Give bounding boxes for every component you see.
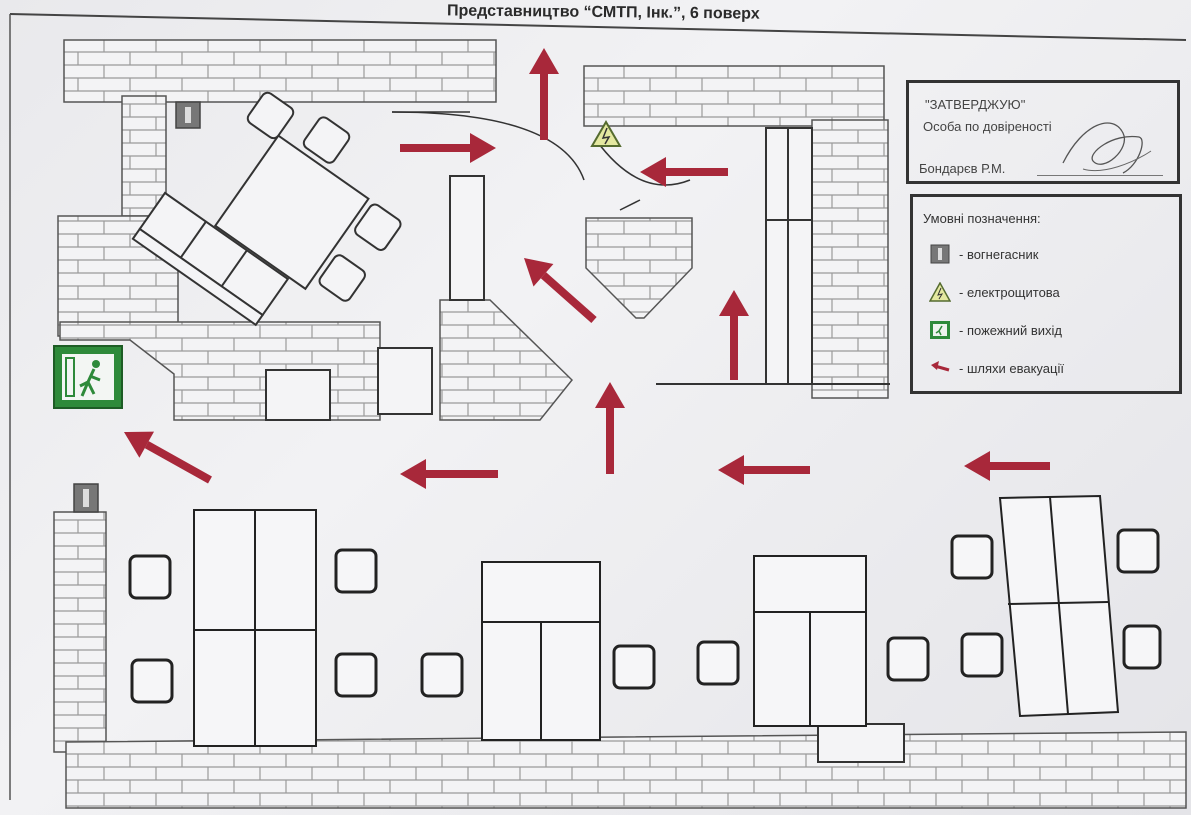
evacuation-arrow <box>400 459 498 489</box>
meeting-table-group <box>131 91 402 327</box>
signature-line <box>1037 175 1163 176</box>
evacuation-arrow <box>400 133 496 163</box>
evacuation-arrow-head <box>964 451 990 481</box>
evacuation-arrow-head <box>400 459 426 489</box>
door-panel-left <box>265 369 331 421</box>
evacuation-arrow <box>529 48 559 140</box>
evacuation-arrow <box>964 451 1050 481</box>
evacuation-arrow <box>718 455 810 485</box>
legend-label: - вогнегасник <box>959 246 1039 262</box>
wall-funnel <box>585 217 693 319</box>
electric-panel-icon <box>590 120 622 147</box>
evacuation-arrow-head <box>595 382 625 408</box>
approval-name: Бондарєв Р.М. <box>919 161 1006 176</box>
legend-label: - шляхи евакуації <box>959 360 1064 376</box>
approval-role: Особа по довіреності <box>923 119 1052 134</box>
chair <box>950 534 994 580</box>
evacuation-arrow <box>640 157 728 187</box>
evacuation-arrow <box>124 431 212 484</box>
chair <box>1116 528 1160 574</box>
extinguisher-icon <box>175 101 201 129</box>
chair <box>354 203 402 251</box>
evacuation-arrow-head <box>470 133 496 163</box>
chair <box>128 554 172 600</box>
evacuation-arrow-head <box>124 431 155 458</box>
fire-exit-icon <box>929 320 951 340</box>
legend-title: Умовні позначення: <box>923 211 1041 226</box>
chair <box>334 652 378 698</box>
chair <box>318 254 366 302</box>
evacuation-arrow-shaft <box>540 272 597 323</box>
door-panel-center <box>377 347 433 415</box>
evacuation-arrow-head <box>719 290 749 316</box>
extinguisher-icon <box>73 483 99 513</box>
signature-mark <box>1062 122 1152 174</box>
legend-item-fire-exit: - пожежний вихід <box>929 319 1062 341</box>
evacuation-arrow <box>719 290 749 380</box>
evacuation-arrow-icon <box>929 358 951 378</box>
chair <box>612 644 656 690</box>
wall-left-bottom <box>53 511 107 753</box>
chair <box>960 632 1004 678</box>
wall-top-center <box>583 65 885 127</box>
chair <box>1122 624 1162 670</box>
meeting-table <box>213 134 370 291</box>
chair <box>302 116 351 164</box>
evacuation-arrow <box>595 382 625 474</box>
chair <box>696 640 740 686</box>
wall-left-column <box>121 95 167 217</box>
chair <box>420 652 464 698</box>
legend-label: - пожежний вихід <box>959 322 1062 338</box>
extinguisher-icon <box>929 244 951 264</box>
wall-top-left <box>63 39 497 103</box>
legend: Умовні позначення: - вогнегасник - елект… <box>910 194 1182 394</box>
approval-heading: "ЗАТВЕРДЖУЮ" <box>925 97 1026 112</box>
office-chairs <box>128 528 1162 704</box>
electric-panel-icon <box>928 281 952 302</box>
chair <box>334 548 378 594</box>
legend-label: - електрощитова <box>959 284 1060 300</box>
desks <box>193 494 1120 747</box>
legend-item-evacuation: - шляхи евакуації <box>929 357 1064 379</box>
legend-item-electric-panel: - електрощитова <box>928 281 1060 303</box>
evacuation-routes <box>124 48 1050 489</box>
bottom-door <box>817 723 905 763</box>
evacuation-arrow-head <box>524 258 554 287</box>
chair <box>886 636 930 682</box>
evacuation-arrow <box>524 258 597 323</box>
chair <box>130 658 174 704</box>
evacuation-arrow-head <box>718 455 744 485</box>
approval-box: "ЗАТВЕРДЖУЮ" Особа по довіреності Бондар… <box>906 80 1180 184</box>
wall-right-column <box>811 119 889 399</box>
legend-item-extinguisher: - вогнегасник <box>929 243 1038 265</box>
evacuation-arrow-shaft <box>144 441 212 484</box>
wall-bottom <box>65 731 1187 809</box>
wall-center-wedge <box>439 299 574 421</box>
fire-exit-icon <box>53 345 123 409</box>
walls <box>53 39 1187 809</box>
evacuation-arrow-head <box>640 157 666 187</box>
evacuation-arrow-head <box>529 48 559 74</box>
chair <box>246 91 295 140</box>
cabinet-center <box>449 175 485 301</box>
